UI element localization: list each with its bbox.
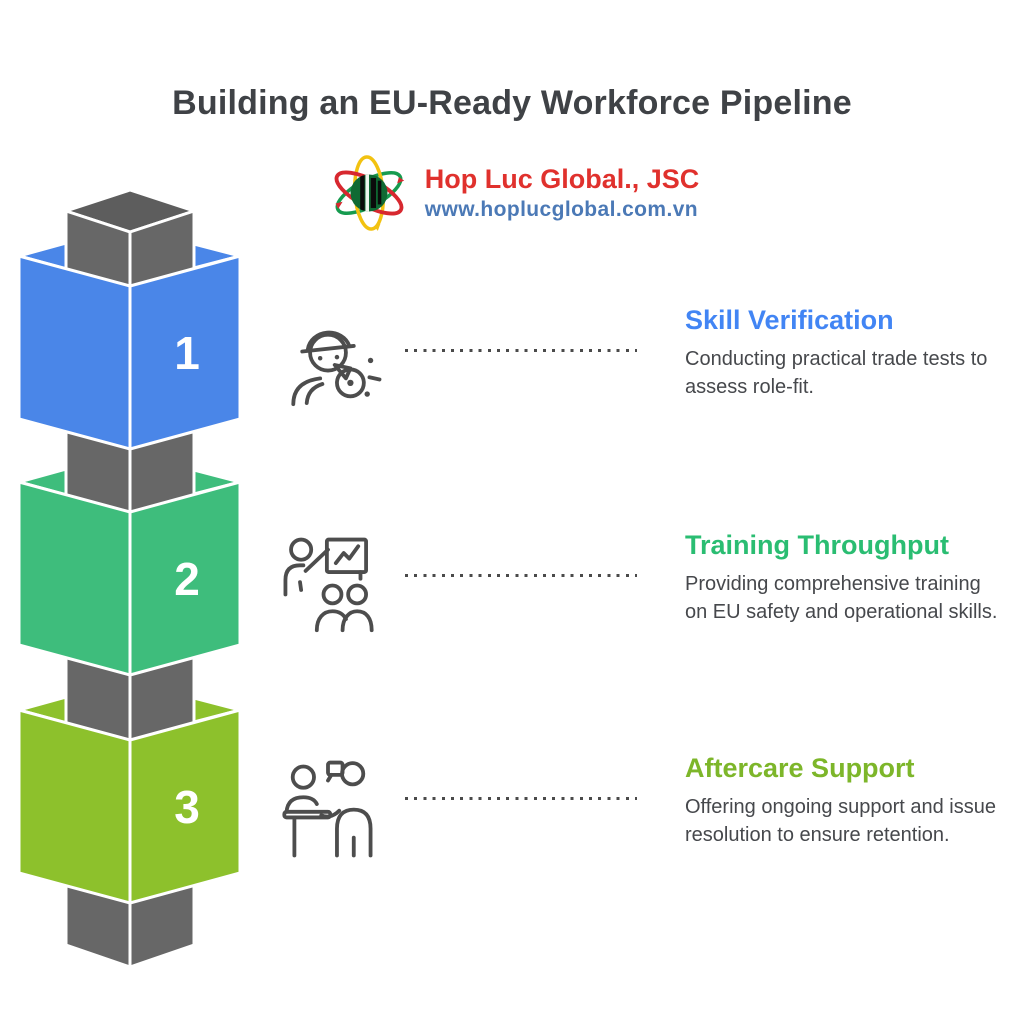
trainer-presentation-icon <box>272 525 384 637</box>
cube1-left-face <box>17 254 132 451</box>
step2-desc-line2: on EU safety and operational skills. <box>685 600 998 623</box>
page-title: Building an EU-Ready Workforce Pipeline <box>172 84 852 122</box>
step-text-1: Skill Verification Conducting practical … <box>685 304 1019 401</box>
dotted-connector-3 <box>405 797 637 800</box>
step1-desc-line1: Conducting practical trade tests to <box>685 348 988 371</box>
step-number-3: 3 <box>174 781 200 833</box>
cube-step-3 <box>17 708 242 905</box>
step-text-3: Aftercare Support Offering ongoing suppo… <box>685 752 1019 849</box>
step-description-3: Offering ongoing support and issue resol… <box>685 794 1019 849</box>
step-description-2: Providing comprehensive training on EU s… <box>685 571 1019 626</box>
step-text-2: Training Throughput Providing comprehens… <box>685 529 1019 626</box>
step-number-2: 2 <box>174 553 200 605</box>
cube1-right-face <box>128 254 242 451</box>
cube-step-2 <box>17 480 242 677</box>
cube-step-1 <box>17 254 242 451</box>
step1-desc-line2: assess role-fit. <box>685 375 814 398</box>
step-row-1: Skill Verification Conducting practical … <box>272 292 1002 424</box>
company-website: www.hoplucglobal.com.vn <box>424 198 699 221</box>
step-description-1: Conducting practical trade tests to asse… <box>685 346 1019 401</box>
step3-desc-line2: resolution to ensure retention. <box>685 823 950 846</box>
support-desk-icon <box>272 748 384 860</box>
cube3-right-face <box>128 708 242 905</box>
atom-orbits-logo-icon <box>334 155 404 231</box>
worker-whistle-icon <box>272 300 384 412</box>
step-heading-1: Skill Verification <box>685 305 894 335</box>
cube2-right-face <box>128 480 242 677</box>
dotted-connector-2 <box>405 574 637 577</box>
logo-text-block: Hop Luc Global., JSC www.hoplucglobal.co… <box>425 164 700 222</box>
cube2-left-face <box>17 480 132 677</box>
pipeline-cubes-graphic: 1 2 3 <box>17 188 242 969</box>
step3-desc-line1: Offering ongoing support and issue <box>685 796 996 819</box>
step-heading-3: Aftercare Support <box>685 753 915 783</box>
step-number-1: 1 <box>174 327 200 379</box>
step2-desc-line1: Providing comprehensive training <box>685 573 981 596</box>
company-name: Hop Luc Global., JSC <box>424 164 700 194</box>
dotted-connector-1 <box>405 349 637 352</box>
step-heading-2: Training Throughput <box>685 530 949 560</box>
step-row-3: Aftercare Support Offering ongoing suppo… <box>272 740 1002 872</box>
step-row-2: Training Throughput Providing comprehens… <box>272 517 1002 649</box>
cube3-left-face <box>17 708 132 905</box>
company-logo: Hop Luc Global., JSC www.hoplucglobal.co… <box>0 148 1024 238</box>
